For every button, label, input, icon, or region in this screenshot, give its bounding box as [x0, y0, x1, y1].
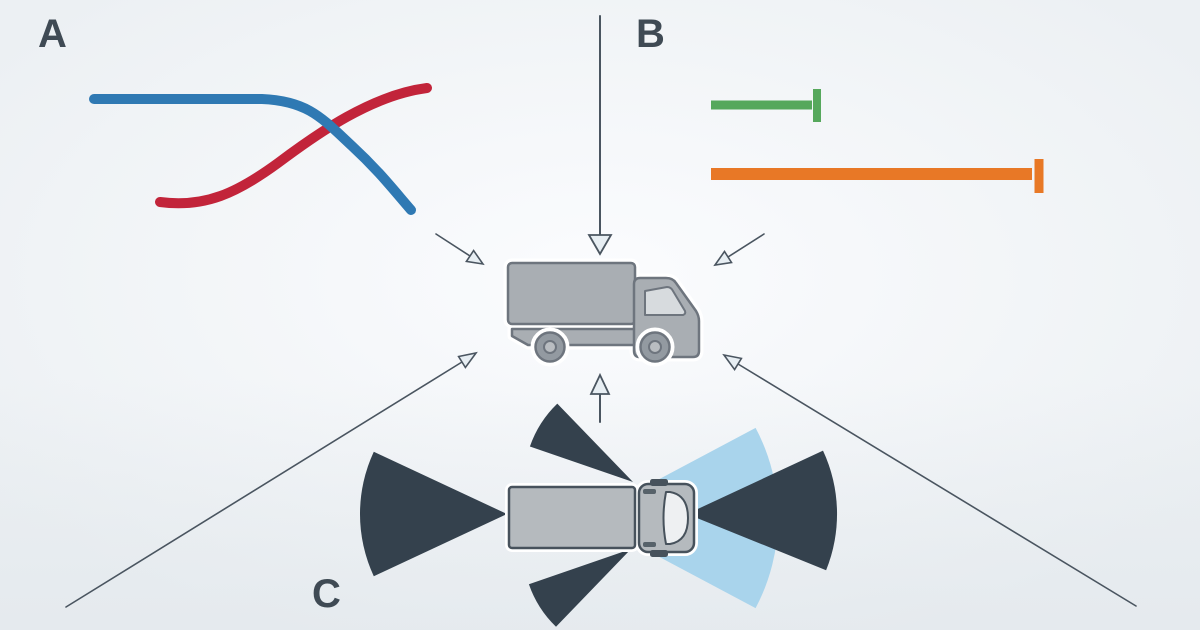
declining-blue-curve: [89, 94, 416, 215]
arrow-line: [727, 233, 765, 258]
arrow-head-icon: [587, 234, 613, 256]
wheel-hub: [648, 340, 662, 354]
truck-front-wheel: [635, 327, 675, 367]
arrow-line: [435, 233, 471, 257]
wheel-halo: [635, 327, 675, 367]
arrow-up-bottom: [589, 372, 611, 423]
panel-b: B: [636, 12, 1044, 193]
wheel-halo: [530, 327, 570, 367]
arrow-upper-left: [435, 233, 485, 266]
panel-c-label: C: [312, 572, 341, 616]
top-truck-detail-upper: [643, 489, 656, 494]
arrow-lower-left: [65, 351, 478, 608]
lower-left-wedge-cone: [528, 549, 631, 627]
panel-c: C: [312, 403, 838, 627]
arrow-upper-right: [713, 233, 765, 267]
cargo-truck-side-icon: [503, 258, 704, 367]
panel-a: A: [38, 12, 432, 215]
panel-a-label: A: [38, 12, 67, 56]
arrows: [65, 15, 1137, 608]
rising-red-curve: [155, 83, 432, 209]
arrow-lower-right: [722, 353, 1137, 607]
upper-left-wedge-cone: [529, 403, 633, 482]
truck-top-view-icon: [505, 479, 698, 557]
truck-window: [644, 286, 687, 316]
panel-b-label: B: [636, 12, 665, 56]
top-truck-trailer: [507, 485, 637, 550]
arrow-head-icon: [722, 353, 743, 372]
top-truck-detail-lower: [643, 542, 656, 547]
arrow-down-top: [587, 15, 613, 256]
front-narrow-dark-cone: [687, 450, 838, 571]
arrow-line: [737, 363, 1137, 607]
arrow-head-icon: [713, 250, 733, 267]
truck-rear-wheel: [530, 327, 570, 367]
short-green-range-bar: [711, 89, 821, 122]
arrow-head-icon: [457, 351, 478, 369]
long-orange-range-bar: [711, 159, 1044, 193]
arrow-head-icon: [465, 249, 485, 266]
top-truck-mirror-left: [650, 479, 668, 486]
rear-wide-cone: [359, 451, 507, 577]
arrow-line: [65, 361, 463, 608]
wheel-hub: [543, 340, 557, 354]
truck-cargo-box: [506, 261, 637, 326]
arrow-head-icon: [589, 372, 611, 395]
top-truck-windshield: [662, 491, 689, 545]
top-truck-mirror-right: [650, 550, 668, 557]
